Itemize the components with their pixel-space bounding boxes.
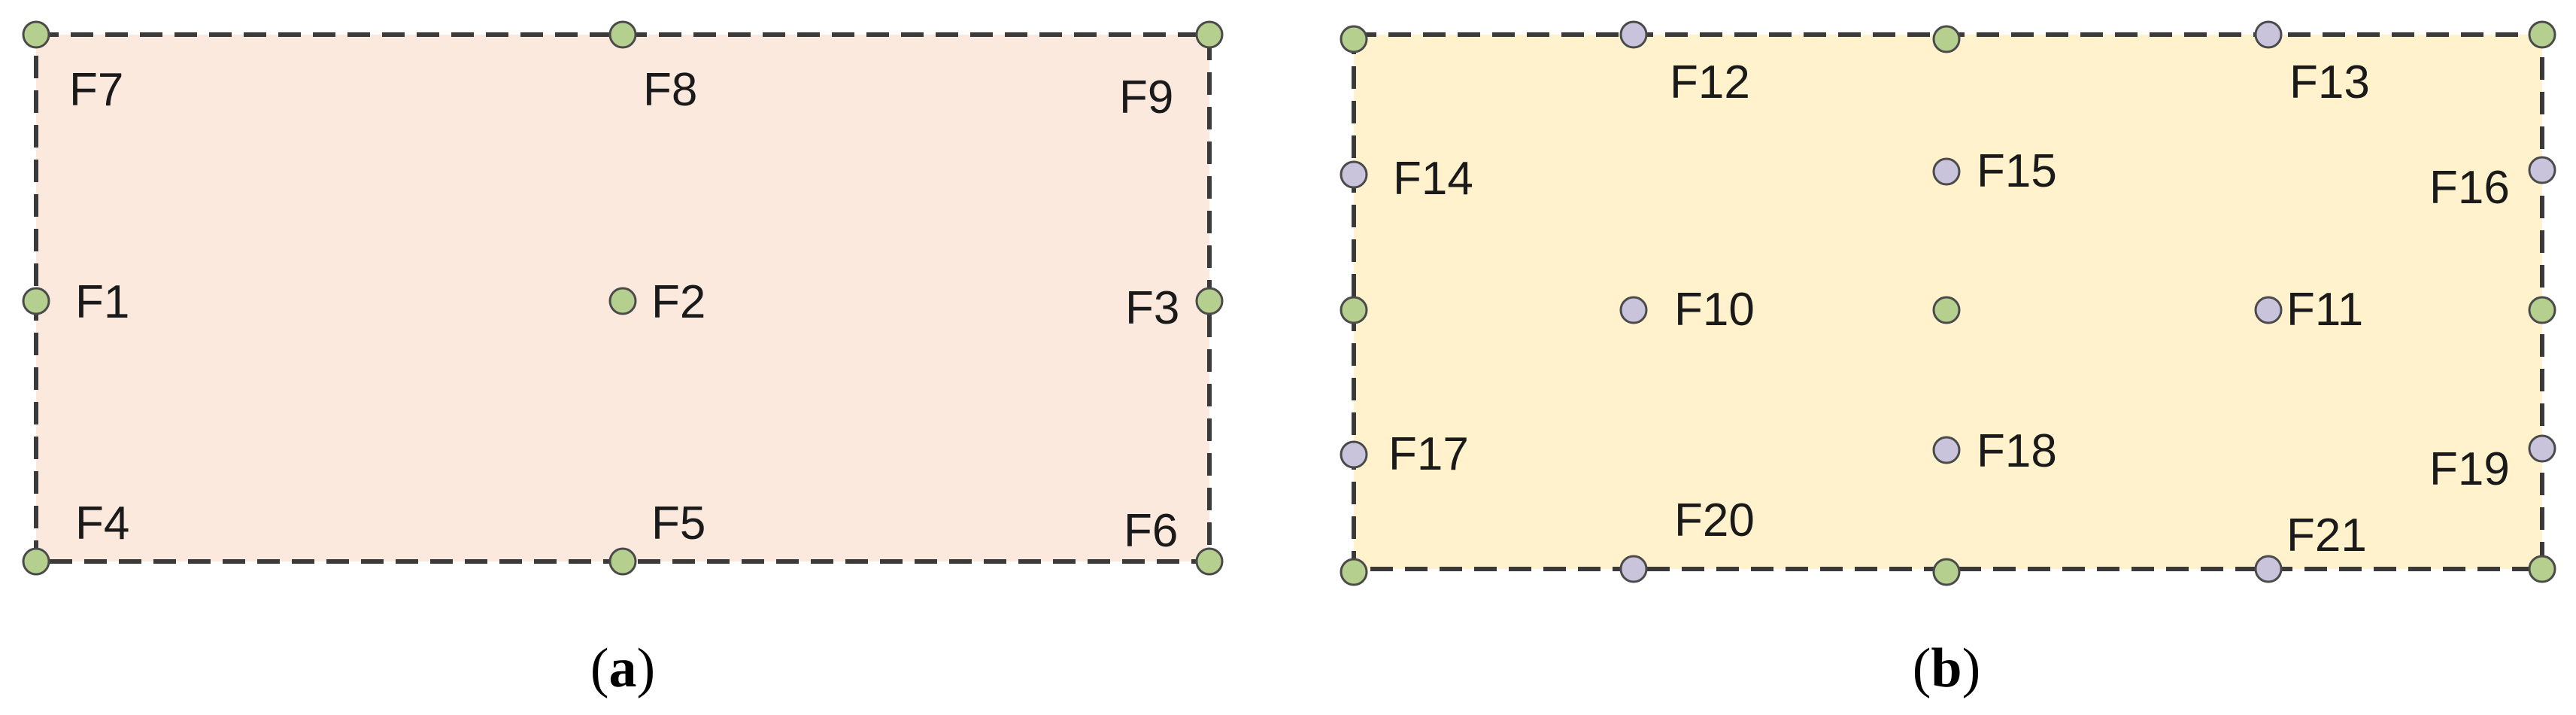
node-b-center (1932, 296, 1961, 324)
node-f18 (1932, 436, 1961, 464)
node-a-top-right (1195, 20, 1224, 49)
node-f11 (2254, 296, 2283, 324)
label-f10: F10 (1674, 284, 1755, 336)
label-f21: F21 (2286, 510, 2367, 561)
node-f14 (1340, 160, 1368, 189)
label-f16: F16 (2429, 162, 2510, 214)
label-f12: F12 (1670, 56, 1750, 108)
node-a-bottom-left (22, 547, 50, 576)
node-b-top-middle (1932, 25, 1961, 53)
node-f15 (1932, 157, 1961, 186)
node-a-center (608, 287, 637, 315)
panel-a: F7 F8 F9 F1 F2 F3 F4 F5 F6 (a) (22, 20, 1224, 699)
node-a-mid-left (22, 287, 50, 315)
label-f17: F17 (1388, 428, 1469, 480)
node-a-top-middle (608, 20, 637, 49)
label-f9: F9 (1119, 72, 1173, 123)
node-b-mid-right (2528, 296, 2556, 324)
node-f10 (1619, 296, 1648, 324)
node-b-top-right (2528, 20, 2556, 49)
label-f5: F5 (651, 497, 705, 549)
node-f19 (2528, 434, 2556, 463)
label-f15: F15 (1977, 145, 2057, 197)
node-f13 (2254, 20, 2283, 49)
label-f4: F4 (75, 497, 129, 549)
node-b-top-left (1340, 25, 1368, 53)
panel-b: F12 F13 F14 F15 F16 F10 F11 F17 F18 F19 … (1340, 20, 2556, 699)
node-b-bottom-right (2528, 555, 2556, 583)
caption-b: (b) (1913, 637, 1980, 699)
label-f1: F1 (75, 276, 129, 328)
label-f13: F13 (2289, 56, 2370, 108)
node-b-mid-left (1340, 296, 1368, 324)
label-f18: F18 (1977, 425, 2057, 477)
node-a-mid-right (1195, 287, 1224, 315)
label-f20: F20 (1674, 494, 1755, 546)
node-a-top-left (22, 20, 50, 49)
node-a-bottom-middle (608, 547, 637, 576)
node-a-bottom-right (1195, 547, 1224, 576)
node-f12 (1619, 20, 1648, 49)
node-f20 (1619, 555, 1648, 583)
label-f6: F6 (1124, 505, 1178, 557)
node-f21 (2254, 555, 2283, 583)
label-f3: F3 (1125, 282, 1179, 334)
node-f16 (2528, 156, 2556, 184)
label-f2: F2 (651, 276, 705, 328)
label-f19: F19 (2429, 443, 2510, 495)
node-f17 (1340, 440, 1368, 469)
label-f14: F14 (1393, 153, 1473, 205)
node-b-bottom-left (1340, 558, 1368, 586)
label-f8: F8 (643, 64, 697, 116)
label-f11: F11 (2286, 284, 2363, 336)
caption-a: (a) (590, 637, 655, 699)
node-b-bottom-middle (1932, 558, 1961, 586)
label-f7: F7 (69, 64, 123, 116)
